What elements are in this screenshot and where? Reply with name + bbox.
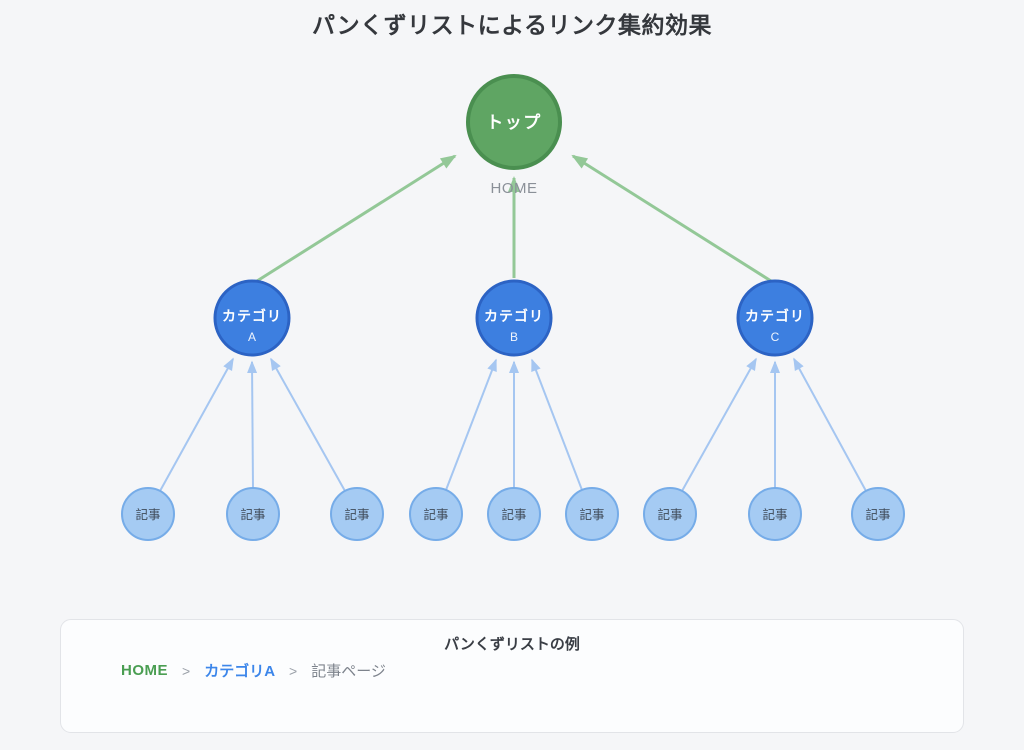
article-node-label: 記事 — [579, 507, 604, 522]
category-node-b: カテゴリ B — [475, 279, 553, 357]
example-box-title: パンくずリストの例 — [444, 636, 580, 653]
category-node-circle — [736, 279, 814, 357]
article-node-label: 記事 — [423, 507, 448, 522]
breadcrumb: HOME > カテゴリA > 記事ページ — [121, 660, 963, 681]
article-node-label: 記事 — [135, 507, 160, 522]
article-node-label: 記事 — [240, 507, 265, 522]
category-node-letter: C — [771, 330, 780, 344]
category-node-label: カテゴリ — [745, 308, 805, 324]
green-arrow-edges — [256, 154, 772, 283]
category-node-circle — [475, 279, 553, 357]
top-node-circle — [466, 74, 562, 170]
arrow-category-a-to-top — [256, 154, 457, 283]
category-node-circle — [213, 279, 291, 357]
arrow-article-to-category-b — [531, 358, 583, 491]
article-node: 記事 — [487, 487, 541, 541]
arrow-article-to-category-b — [445, 358, 497, 491]
category-node-letter: A — [248, 330, 256, 344]
category-node-label: カテゴリ — [222, 308, 282, 324]
category-node-c: カテゴリ C — [736, 279, 814, 357]
arrow-article-to-category-a — [247, 360, 258, 489]
category-node-label: カテゴリ — [484, 308, 544, 324]
arrow-article-to-category-c — [681, 357, 757, 492]
top-node-label: トップ — [486, 112, 542, 132]
article-node: 記事 — [226, 487, 280, 541]
page-title: パンくずリストによるリンク集約効果 — [312, 12, 712, 38]
breadcrumb-current-page: 記事ページ — [311, 663, 386, 680]
arrow-article-to-category-a — [270, 357, 346, 492]
article-node: 記事 — [748, 487, 802, 541]
article-node-label: 記事 — [865, 507, 890, 522]
top-node: トップ HOME — [466, 74, 562, 197]
article-node-label: 記事 — [501, 507, 526, 522]
breadcrumb-link-home[interactable]: HOME — [121, 662, 168, 679]
article-node: 記事 — [121, 487, 175, 541]
category-node-a: カテゴリ A — [213, 279, 291, 357]
category-node-letter: B — [510, 330, 518, 344]
arrow-article-to-category-c — [793, 357, 867, 492]
arrow-category-c-to-top — [571, 154, 772, 283]
top-node-sublabel: HOME — [491, 180, 538, 197]
breadcrumb-link-category-a[interactable]: カテゴリA — [204, 663, 276, 680]
breadcrumb-example-box: パンくずリストの例 HOME > カテゴリA > 記事ページ — [60, 619, 964, 733]
article-node: 記事 — [851, 487, 905, 541]
article-node: 記事 — [643, 487, 697, 541]
article-node: 記事 — [330, 487, 384, 541]
breadcrumb-separator: > — [289, 662, 298, 679]
article-node-label: 記事 — [657, 507, 682, 522]
article-node-label: 記事 — [344, 507, 369, 522]
article-node: 記事 — [409, 487, 463, 541]
breadcrumb-separator: > — [182, 662, 191, 679]
blue-arrow-edges — [159, 357, 867, 492]
link-aggregation-diagram: トップ HOME カテゴリ A カテゴリ B カテゴリ C 記事 記事 — [121, 74, 905, 541]
arrow-article-to-category-a — [159, 357, 234, 492]
article-node: 記事 — [565, 487, 619, 541]
article-node-label: 記事 — [762, 507, 787, 522]
